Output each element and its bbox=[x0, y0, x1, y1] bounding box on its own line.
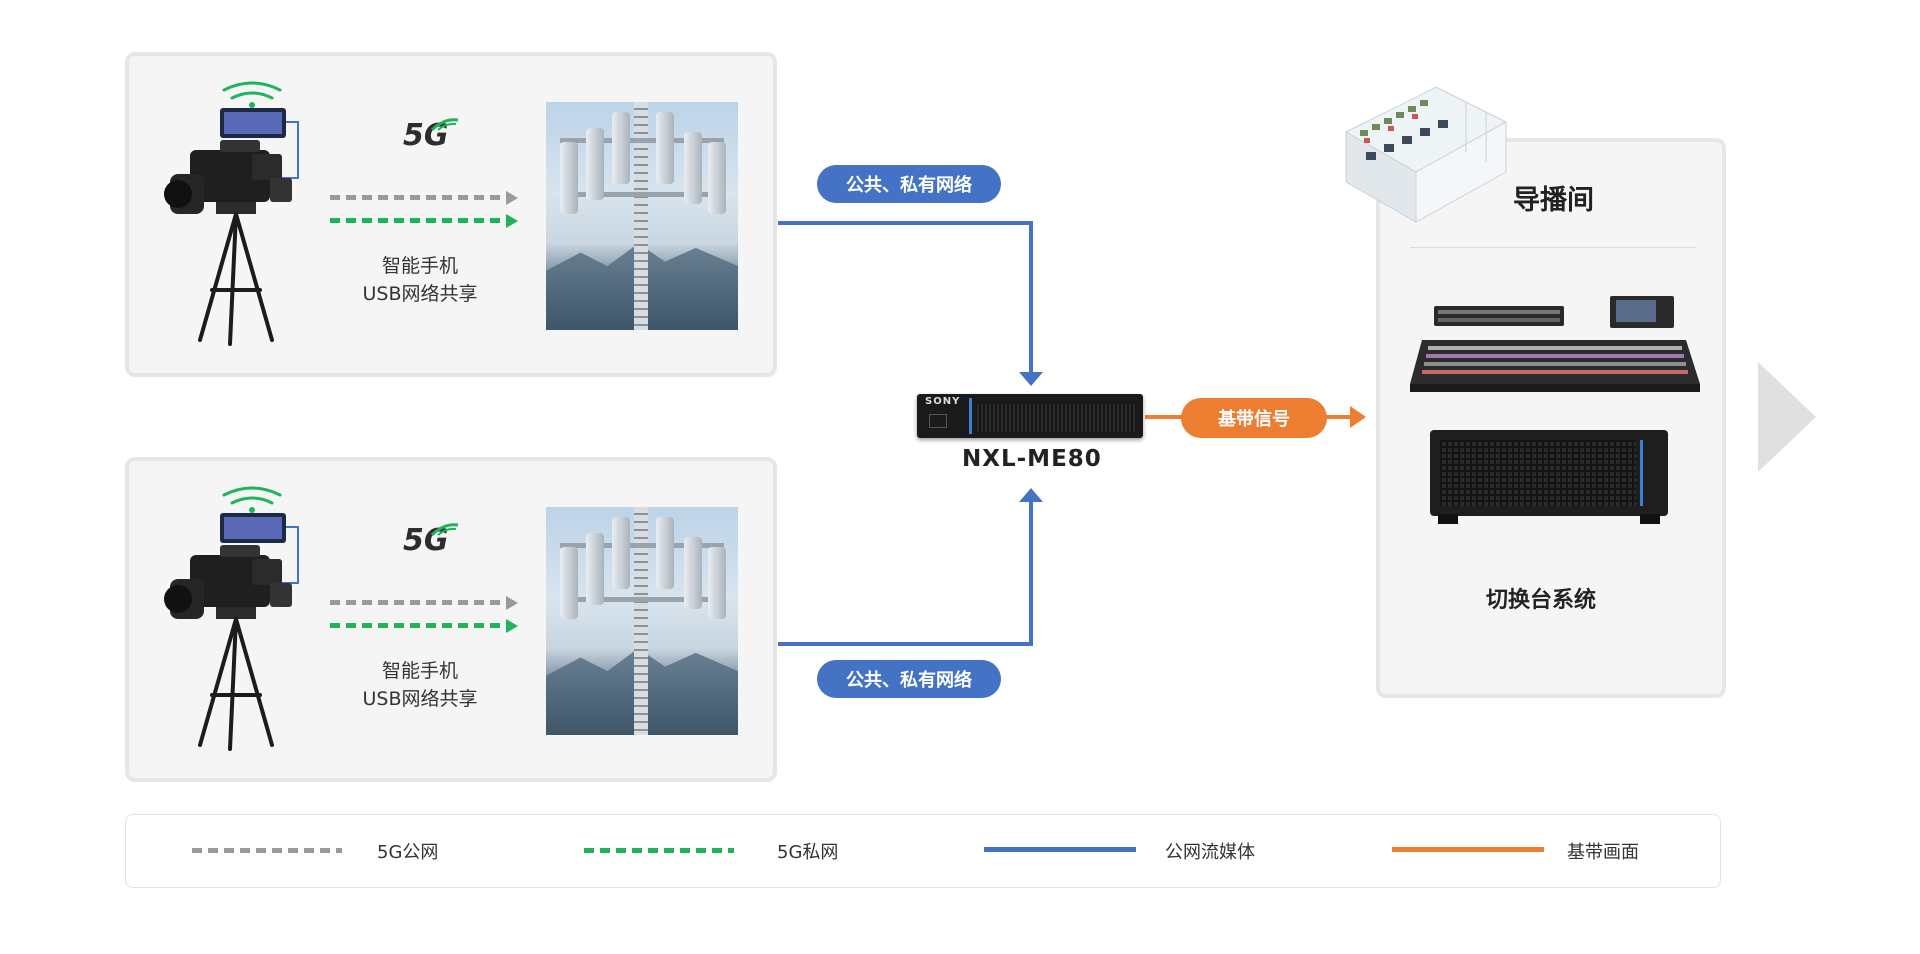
cell-tower-image bbox=[546, 102, 738, 330]
tripod-icon bbox=[198, 212, 274, 346]
switcher-panel-icon bbox=[1410, 296, 1700, 392]
device-accent bbox=[969, 398, 972, 434]
5g-signal-icon bbox=[430, 523, 459, 537]
legend-swatch-public-streaming bbox=[984, 847, 1136, 852]
legend-swatch-baseband bbox=[1392, 847, 1544, 852]
wifi-icon bbox=[222, 81, 282, 100]
arrow-head-icon bbox=[506, 596, 518, 610]
studio-room-icon bbox=[1344, 86, 1508, 223]
arrow-head-icon bbox=[1350, 406, 1366, 428]
public-streaming-line-bottom bbox=[778, 500, 1033, 646]
network-label-top: 公共、私有网络 bbox=[817, 165, 1001, 203]
camcorder-icon bbox=[164, 486, 299, 751]
control-room-title: 导播间 bbox=[1513, 185, 1594, 216]
5g-public-dashed-line bbox=[330, 195, 508, 200]
camcorder-icon bbox=[164, 81, 299, 346]
control-room-divider bbox=[1410, 247, 1696, 248]
5g-private-dashed-line bbox=[330, 623, 508, 628]
arrow-head-icon bbox=[1019, 488, 1043, 502]
sony-logo: SONY bbox=[925, 396, 961, 407]
wifi-icon bbox=[222, 486, 282, 505]
legend-label-5g-private: 5G私网 bbox=[777, 842, 839, 863]
device-model-label: NXL-ME80 bbox=[962, 446, 1102, 472]
control-room-panel bbox=[1376, 138, 1726, 698]
baseband-signal-label: 基带信号 bbox=[1181, 398, 1327, 438]
arrow-head-icon bbox=[506, 619, 518, 633]
arrow-head-icon bbox=[506, 191, 518, 205]
legend-label-public-streaming: 公网流媒体 bbox=[1165, 842, 1255, 863]
switcher-system-label: 切换台系统 bbox=[1486, 588, 1597, 613]
status-indicator bbox=[929, 414, 947, 428]
5g-public-dashed-line bbox=[330, 600, 508, 605]
next-arrow-icon[interactable] bbox=[1758, 362, 1818, 472]
switcher-frame-icon bbox=[1430, 430, 1668, 524]
5g-signal-icon bbox=[430, 118, 459, 132]
source-caption: 智能手机 USB网络共享 bbox=[362, 255, 478, 305]
5g-private-dashed-line bbox=[330, 218, 508, 223]
cell-tower-image bbox=[546, 507, 738, 735]
arrow-head-icon bbox=[506, 214, 518, 228]
legend-swatch-5g-private bbox=[584, 848, 734, 853]
source-caption: 智能手机 USB网络共享 bbox=[362, 660, 478, 710]
nxl-me80-device: SONY bbox=[917, 394, 1143, 438]
tripod-icon bbox=[198, 617, 274, 751]
device-vent bbox=[977, 404, 1135, 432]
network-label-bottom: 公共、私有网络 bbox=[817, 660, 1001, 698]
arrow-head-icon bbox=[1019, 372, 1043, 386]
legend-swatch-5g-public bbox=[192, 848, 342, 853]
public-streaming-line-top bbox=[778, 221, 1033, 374]
legend-label-5g-public: 5G公网 bbox=[377, 842, 439, 863]
legend-label-baseband: 基带画面 bbox=[1567, 842, 1639, 863]
